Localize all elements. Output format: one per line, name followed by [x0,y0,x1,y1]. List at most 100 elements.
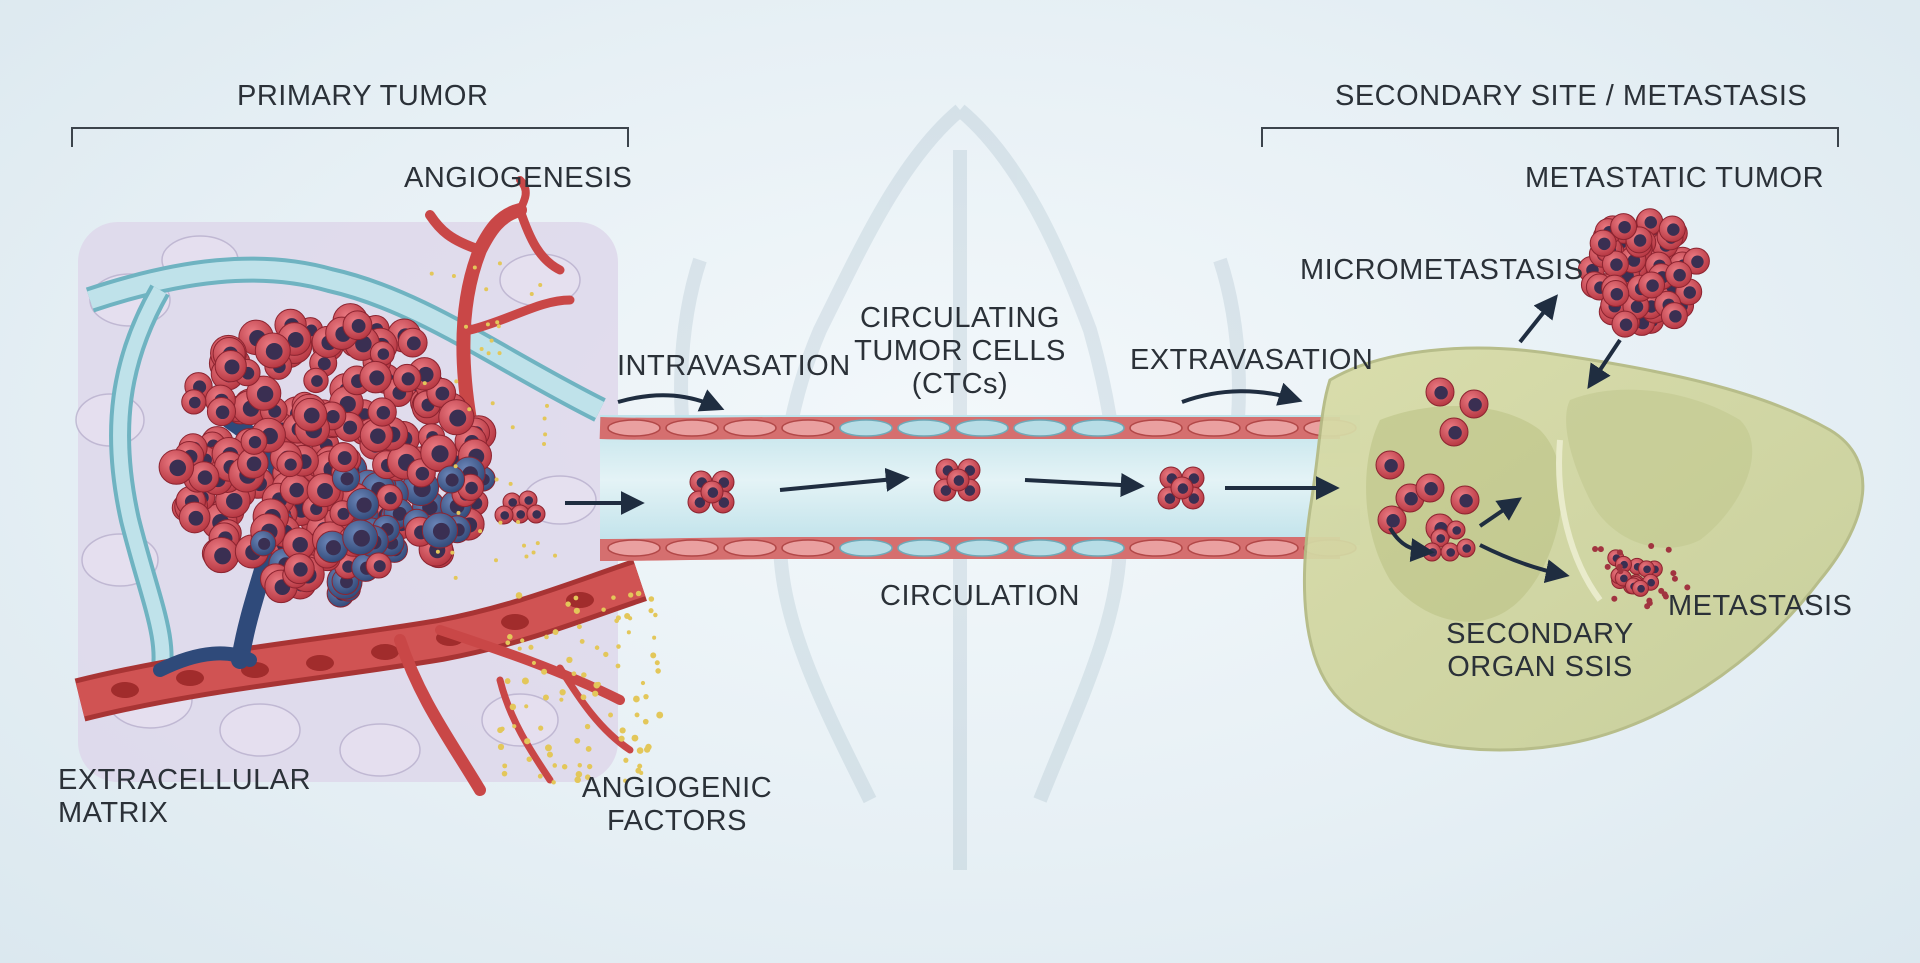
endothelial-cell [955,539,1009,557]
label-extracellular-matrix: EXTRACELLULAR MATRIX [58,764,311,830]
endothelial-cell [1071,419,1125,437]
factor-dot [650,652,657,659]
factor-dot [544,744,552,752]
factor-dot [611,595,616,600]
cell-nucleus [1384,458,1398,473]
cell-nucleus [1644,216,1658,229]
factor-dot [467,407,472,412]
cell-nucleus [1424,481,1438,496]
cell-nucleus [1637,584,1645,593]
cell-nucleus [694,497,706,508]
endothelial-cell [723,539,777,557]
label-angiogenic-line1: ANGIOGENIC [581,772,773,804]
endothelial-cell [1187,419,1241,437]
factor-dot [524,704,529,709]
factor-dot [574,776,581,784]
cell-nucleus [1633,234,1647,247]
cell-nucleus [326,409,340,424]
cell-nucleus [317,357,331,371]
metastasis-dot [1644,603,1651,610]
factor-dot [652,635,657,640]
factor-dot [544,634,549,640]
label-secondary-line2: ORGAN SSIS [1447,651,1633,683]
cell-nucleus [508,498,518,507]
label-circulation: CIRCULATION [880,580,1080,612]
cell-nucleus [1610,287,1624,301]
cell-nucleus [1683,286,1696,299]
cell-nucleus [289,482,304,498]
endothelial-cell [607,419,661,437]
primary-tumor-bracket [71,127,629,147]
factor-dot [637,763,643,769]
factor-dot [642,718,649,725]
factor-dot [585,745,592,752]
arrow-extravasation [1181,382,1303,406]
factor-dot [643,693,649,700]
factor-dot [502,763,508,769]
endothelial-cell [723,419,777,437]
factor-dot [521,677,529,685]
factor-dot [579,639,585,644]
cell-nucleus [435,386,450,401]
label-ecm-line2: MATRIX [58,797,169,829]
metastasis-dot [1658,587,1665,594]
cell-nucleus [1647,578,1656,587]
cell-nucleus [1643,565,1651,574]
metastasis-dot [1648,542,1655,549]
cell-nucleus [356,497,372,513]
cell-nucleus [340,472,354,486]
factor-dot [507,634,513,640]
factor-dot [576,624,582,630]
cell-nucleus [1691,255,1704,269]
endothelial-cell [1129,539,1183,557]
metastasis-dot [1684,584,1691,591]
cell-nucleus [417,366,434,383]
factor-dot [559,689,566,696]
factor-dot [472,265,477,270]
factor-dot [544,403,549,408]
factor-dot [497,743,505,751]
factor-dot [504,678,511,685]
label-primary-tumor: PRIMARY TUMOR [237,80,489,112]
label-angiogenesis: ANGIOGENESIS [404,162,633,194]
factor-dot [565,601,571,607]
label-angiogenic-factors: ANGIOGENIC FACTORS [582,772,772,838]
factor-dot [592,690,599,697]
cell-nucleus [718,497,730,508]
factor-dot [490,401,495,406]
cell-nucleus [1446,548,1456,557]
factor-dot [603,651,609,658]
metastasis-dot [1597,546,1604,553]
label-ctc-line2: TUMOR CELLS [854,335,1066,367]
arrow-entry [1388,526,1435,563]
endothelial-cell [839,419,893,437]
cell-nucleus [351,319,366,333]
cell-nucleus [1646,279,1659,292]
factor-dot [639,770,644,775]
endothelial-cell [1187,539,1241,557]
factor-dot [450,550,455,555]
cell-nucleus [214,547,232,565]
tumor-cell-clusters [687,377,1691,610]
factor-dot [516,519,521,524]
factor-dot [608,712,613,718]
factor-dot [594,645,600,650]
factor-dot [509,703,517,711]
label-ecm-line1: EXTRACELLULAR [58,764,312,796]
factor-dot [656,711,664,719]
factor-dot [541,668,548,675]
endothelial-cell [1013,419,1067,437]
cell-nucleus [303,407,320,424]
metastatic-tumor-cluster [1577,208,1710,338]
factor-dot [648,596,655,602]
cell-nucleus [1177,483,1189,494]
cell-nucleus [392,506,407,521]
factor-dot [626,630,631,635]
metastasis-dot [1646,597,1653,604]
factor-dot [501,770,508,777]
factor-dot [505,640,511,646]
cell-nucleus [465,481,478,495]
factor-dot [512,724,517,729]
factor-dot [633,695,640,703]
